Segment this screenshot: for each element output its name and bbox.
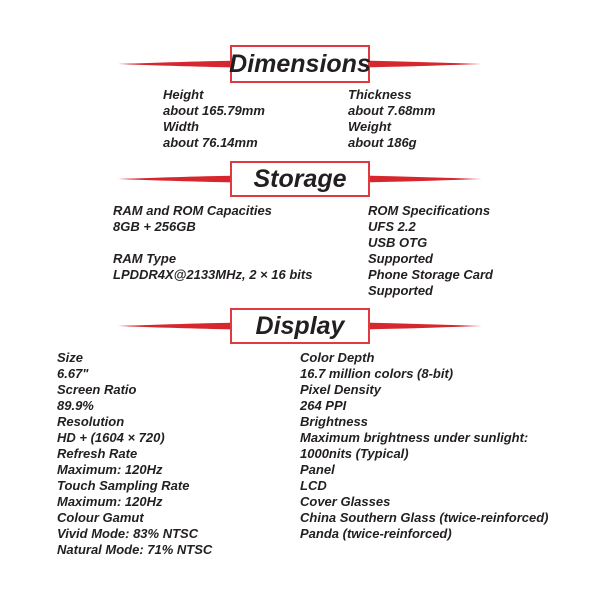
spec-line: RAM Type — [113, 251, 177, 266]
title-box-storage: Storage — [230, 161, 370, 197]
spec-line: 89.9% — [57, 398, 94, 413]
spec-line: Touch Sampling Rate — [57, 478, 190, 493]
spec-line — [113, 235, 312, 251]
spec-line: RAM and ROM Capacities — [113, 203, 272, 218]
banner-dimensions: Dimensions — [0, 45, 600, 83]
spec-line: about 7.68mm — [348, 103, 436, 118]
banner-storage: Storage — [0, 161, 600, 197]
spec-line: USB OTG — [368, 235, 428, 250]
spec-line: 8GB + 256GB — [113, 219, 196, 234]
spec-line: Cover Glasses — [300, 494, 391, 509]
ribbon-graphic — [118, 322, 482, 330]
spec-line: Maximum: 120Hz — [57, 494, 163, 509]
section-title-dimensions: Dimensions — [229, 49, 371, 78]
spec-line: Supported — [368, 251, 433, 266]
spec-line: Maximum brightness under sunlight: — [300, 430, 529, 445]
spec-line: Weight — [348, 119, 392, 134]
spec-line: Brightness — [300, 414, 368, 429]
spec-line: Colour Gamut — [57, 510, 144, 525]
title-box-display: Display — [230, 308, 370, 344]
spec-line: Screen Ratio — [57, 382, 137, 397]
spec-line: about 76.14mm — [163, 135, 258, 150]
spec-line: China Southern Glass (twice-reinforced) — [300, 510, 549, 525]
ribbon-graphic — [118, 60, 482, 68]
spec-line: ROM Specifications — [368, 203, 491, 218]
spec-line: about 165.79mm — [163, 103, 265, 118]
section-title-display: Display — [255, 311, 345, 340]
spec-line: 264 PPI — [300, 398, 347, 413]
spec-line: Size — [57, 350, 84, 365]
spec-line: Height — [163, 87, 204, 102]
spec-line: Vivid Mode: 83% NTSC — [57, 526, 199, 541]
section-title-storage: Storage — [253, 164, 347, 193]
spec-line: HD + (1604 × 720) — [57, 430, 165, 445]
spec-line: LPDDR4X@2133MHz, 2 × 16 bits — [113, 267, 313, 282]
spec-line: 6.67" — [57, 366, 89, 381]
spec-line: Color Depth — [300, 350, 375, 365]
spec-line: Maximum: 120Hz — [57, 462, 163, 477]
spec-line: UFS 2.2 — [368, 219, 416, 234]
spec-line: Pixel Density — [300, 382, 381, 397]
spec-line: Thickness — [348, 87, 412, 102]
spec-line: Natural Mode: 71% NTSC — [57, 542, 213, 557]
title-box-dimensions: Dimensions — [229, 45, 371, 83]
banner-display: Display — [0, 308, 600, 344]
spec-line: Refresh Rate — [57, 446, 138, 461]
spec-line: about 186g — [348, 135, 417, 150]
spec-line: LCD — [300, 478, 327, 493]
ribbon-graphic — [118, 175, 482, 183]
spec-line: 16.7 million colors (8-bit) — [300, 366, 454, 381]
spec-line: Phone Storage Card — [368, 267, 493, 282]
spec-line: Resolution — [57, 414, 125, 429]
spec-line: Panel — [300, 462, 335, 477]
spec-line: Supported — [368, 283, 433, 298]
spec-line: 1000nits (Typical) — [300, 446, 409, 461]
spec-line: Width — [163, 119, 199, 134]
spec-line: Panda (twice-reinforced) — [300, 526, 452, 541]
